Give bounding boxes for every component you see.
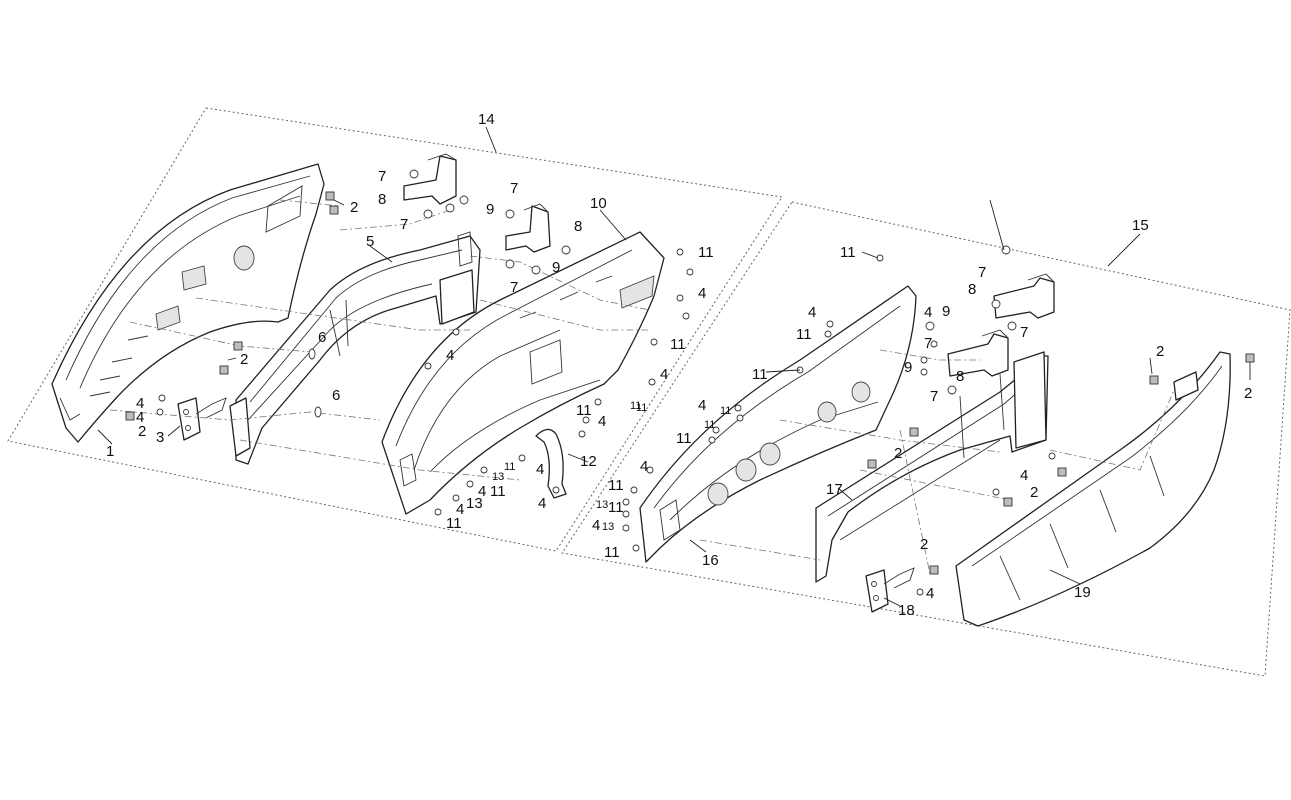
label-10: 10 (590, 195, 607, 212)
label-4: 4 (698, 397, 706, 414)
label-11: 11 (576, 402, 592, 419)
label-11: 11 (604, 544, 620, 561)
label-11: 11 (720, 405, 731, 417)
part-12-handle (535, 428, 567, 499)
label-17: 17 (826, 481, 843, 498)
part-18-latch (865, 567, 915, 613)
label-4: 4 (592, 517, 600, 534)
label-11: 11 (796, 326, 812, 343)
label-4: 4 (446, 347, 454, 364)
label-4: 4 (698, 285, 706, 302)
label-4: 4 (924, 304, 932, 321)
part-3-latch (177, 397, 227, 441)
label-6: 6 (318, 329, 326, 346)
group-frame-15 (561, 201, 1291, 677)
label-8: 8 (574, 218, 582, 235)
part-10-inner-trim (381, 231, 665, 515)
part-19-outer-panel (955, 351, 1231, 627)
label-11: 11 (504, 461, 515, 473)
label-13: 13 (492, 471, 504, 483)
label-7: 7 (400, 216, 408, 233)
label-19: 19 (1074, 584, 1091, 601)
label-7: 7 (924, 335, 932, 352)
label-9: 9 (904, 359, 912, 376)
label-2: 2 (350, 199, 358, 216)
label-12: 12 (580, 453, 597, 470)
label-13: 13 (466, 495, 483, 512)
label-2: 2 (1030, 484, 1038, 501)
leader-lines (97, 126, 1251, 607)
label-2: 2 (138, 423, 146, 440)
label-11: 11 (704, 419, 715, 431)
label-11: 11 (490, 483, 506, 500)
label-4: 4 (598, 413, 606, 430)
part-17-door-frame (815, 351, 1049, 583)
label-8: 8 (968, 281, 976, 298)
label-4: 4 (640, 458, 648, 475)
label-2: 2 (920, 536, 928, 553)
label-11: 11 (446, 515, 462, 532)
label-11: 11 (752, 366, 768, 383)
label-16: 16 (702, 552, 719, 569)
label-9: 9 (486, 201, 494, 218)
assembly-lines-right (699, 349, 1175, 575)
label-7: 7 (978, 264, 986, 281)
label-4: 4 (456, 501, 464, 518)
part-8-hinge-lower-right (947, 329, 1009, 377)
hardware-left (125, 169, 694, 516)
label-9: 9 (552, 259, 560, 276)
part-5-door-frame (229, 231, 481, 465)
group-frame-14 (7, 107, 783, 552)
label-4: 4 (660, 366, 668, 383)
label-11: 11 (670, 336, 686, 353)
label-11: 11 (636, 402, 647, 414)
label-11: 11 (630, 400, 641, 412)
label-7: 7 (930, 388, 938, 405)
label-11: 11 (698, 244, 714, 261)
label-4: 4 (926, 585, 934, 602)
part-8-hinge-upper-right (993, 273, 1055, 319)
label-4: 4 (538, 495, 546, 512)
label-11: 11 (608, 477, 624, 494)
label-11: 11 (608, 499, 624, 516)
label-7: 7 (510, 279, 518, 296)
label-7: 7 (1020, 324, 1028, 341)
label-7: 7 (378, 168, 386, 185)
label-4: 4 (808, 304, 816, 321)
label-15: 15 (1132, 217, 1149, 234)
label-13: 13 (596, 499, 608, 511)
part-1-outer-panel (51, 163, 325, 443)
label-2: 2 (1156, 343, 1164, 360)
label-11: 11 (840, 244, 856, 261)
label-18: 18 (898, 602, 915, 619)
label-6: 6 (332, 387, 340, 404)
part-16-inner-trim (639, 285, 917, 563)
label-3: 3 (156, 429, 164, 446)
label-7: 7 (510, 180, 518, 197)
label-9: 9 (942, 303, 950, 320)
label-1: 1 (106, 443, 114, 460)
label-4: 4 (536, 461, 544, 478)
hardware-right (622, 245, 1255, 596)
callout-labels: 14 1 2 2 2 3 4 4 5 6 6 7 7 7 7 8 8 9 9 1… (106, 111, 1252, 619)
label-4: 4 (1020, 467, 1028, 484)
label-5: 5 (366, 233, 374, 250)
label-2: 2 (1244, 385, 1252, 402)
label-8: 8 (956, 368, 964, 385)
label-14: 14 (478, 111, 495, 128)
label-2: 2 (894, 445, 902, 462)
label-8: 8 (378, 191, 386, 208)
label-11: 11 (676, 430, 692, 447)
label-2: 2 (240, 351, 248, 368)
label-4: 4 (136, 409, 144, 426)
label-4: 4 (478, 483, 486, 500)
part-8-hinge-upper-left (403, 153, 457, 205)
label-13: 13 (602, 521, 614, 533)
part-8-hinge-lower-left (505, 203, 551, 253)
label-4: 4 (136, 395, 144, 412)
